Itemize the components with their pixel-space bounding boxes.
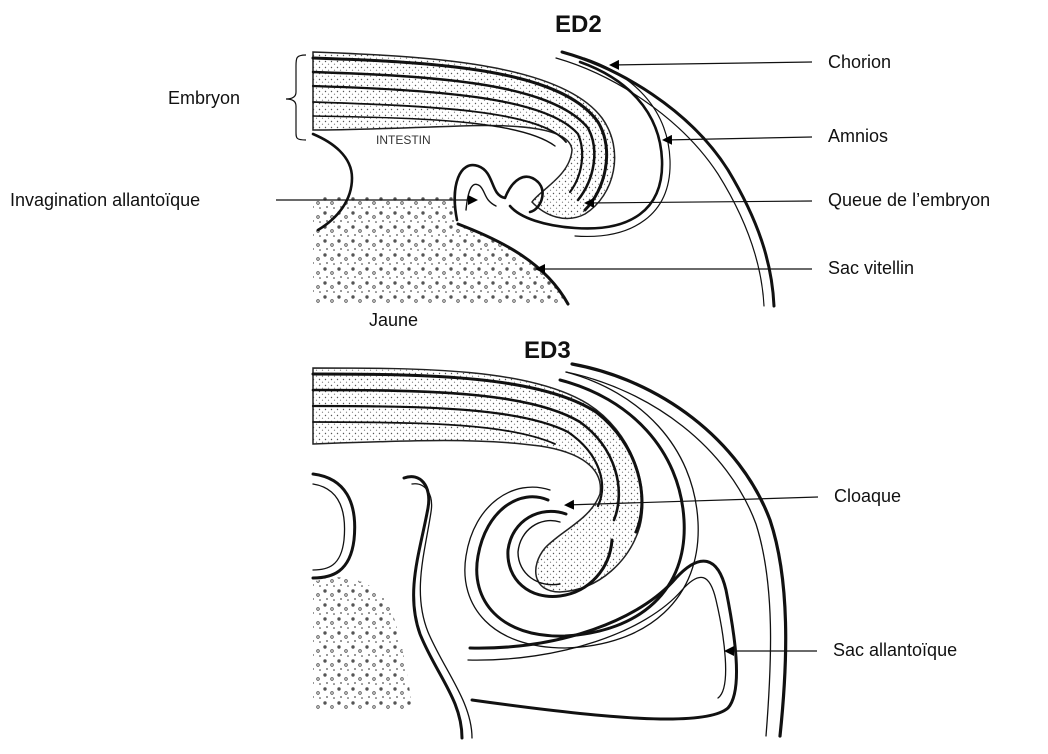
ed3-gut-loop-inner: [313, 484, 345, 570]
ed3-yolk-mass: [313, 577, 412, 710]
label-invagination-allantoique: Invagination allantoïque: [10, 190, 200, 210]
ed2-embryo-body: [313, 52, 615, 218]
ed3-allantoic-inner: [468, 577, 726, 698]
ed2-title: ED2: [555, 11, 602, 38]
label-jaune: Jaune: [369, 310, 418, 330]
embryon-bracket: [286, 55, 306, 140]
label-queue-embryon: Queue de l’embryon: [828, 190, 990, 210]
ed3-gut-loop: [313, 474, 355, 578]
ed3-yolk-sac-membrane: [404, 477, 462, 738]
label-chorion: Chorion: [828, 52, 891, 72]
ed2-intestin-label: INTESTIN: [376, 133, 431, 147]
leader-chorion: [611, 62, 812, 65]
ed2-yolk-mass: [313, 196, 566, 304]
label-sac-allantoique: Sac allantoïque: [833, 640, 957, 660]
ed2-drawing: INTESTIN: [313, 52, 774, 306]
ed3-yolk-sac-inner: [412, 484, 472, 738]
label-sac-vitellin: Sac vitellin: [828, 258, 914, 278]
ed3-drawing: [313, 364, 786, 738]
ed3-title: ED3: [524, 337, 571, 364]
leader-queue: [586, 201, 812, 203]
ed3-allantoic-sac: [470, 561, 737, 719]
ed2-allantoic-inner: [466, 184, 496, 210]
label-cloaque: Cloaque: [834, 486, 901, 506]
label-amnios: Amnios: [828, 126, 888, 146]
label-embryon: Embryon: [168, 88, 240, 108]
leader-amnios: [664, 137, 812, 140]
ed2-allantoic-bud: [455, 165, 543, 220]
